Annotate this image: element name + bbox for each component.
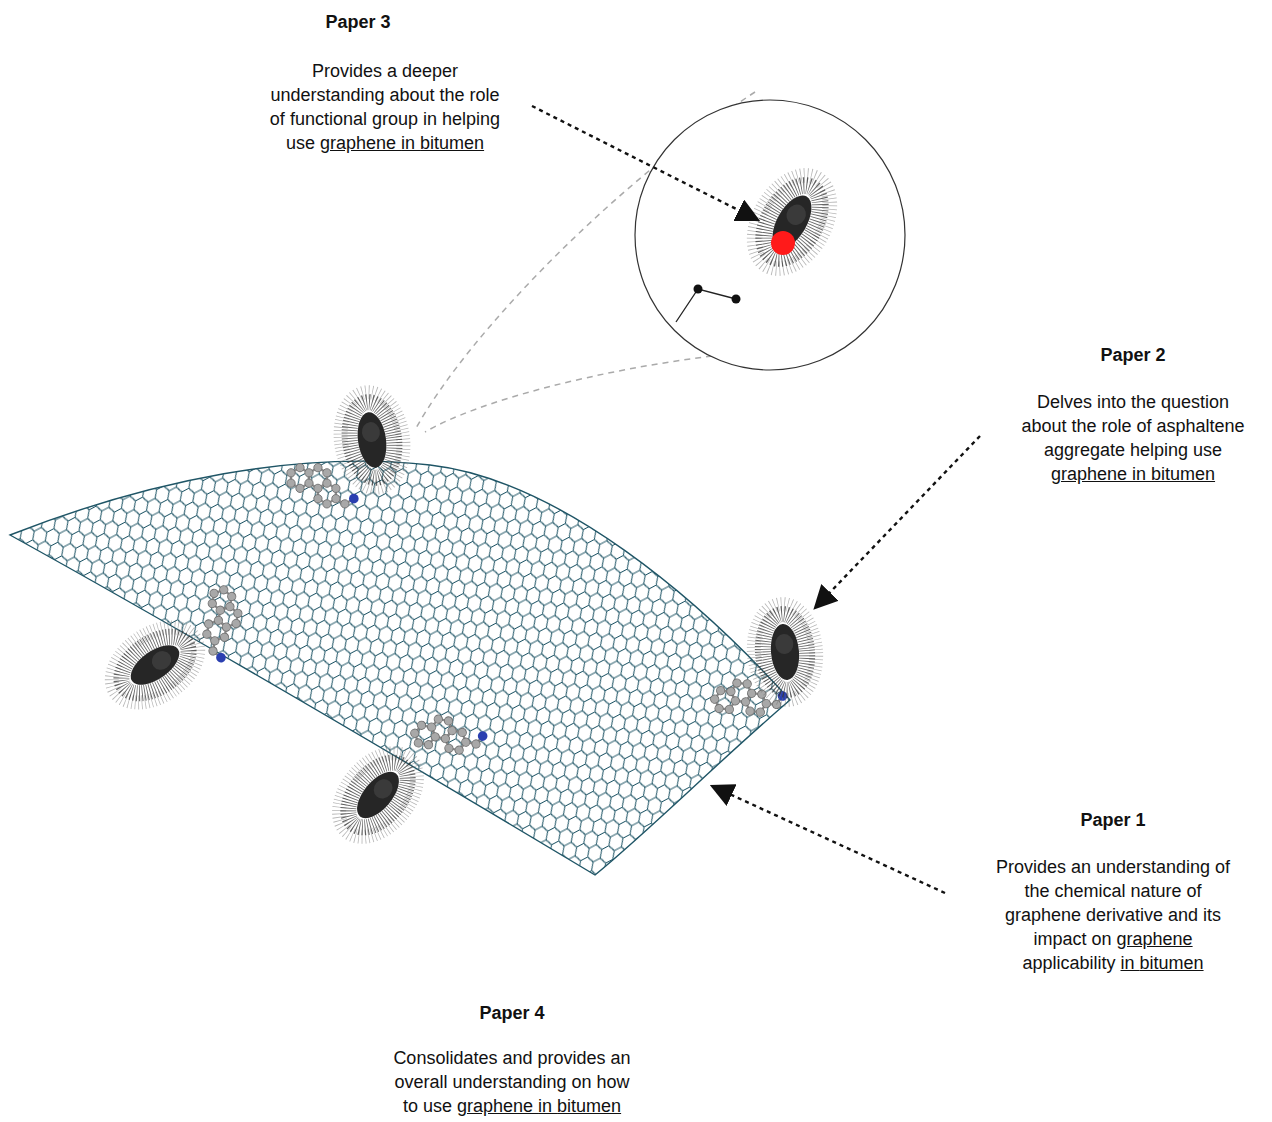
word: in bbox=[538, 1096, 557, 1116]
word: provides bbox=[538, 1048, 606, 1068]
word: in bbox=[423, 109, 437, 129]
word: 2 bbox=[1156, 345, 1166, 365]
word: in bbox=[401, 133, 420, 153]
word: an bbox=[1071, 857, 1091, 877]
word: bitumen bbox=[1140, 953, 1204, 973]
word: 3 bbox=[381, 12, 391, 32]
word: 4 bbox=[535, 1003, 545, 1023]
word: nature bbox=[1131, 881, 1182, 901]
word: impact bbox=[1033, 929, 1086, 949]
word: overall bbox=[394, 1072, 447, 1092]
paper-summary: Provides an understanding of the chemica… bbox=[991, 855, 1236, 975]
paper-heading: Paper 3 bbox=[258, 10, 458, 34]
word: about bbox=[1021, 416, 1066, 436]
word: helping bbox=[442, 109, 500, 129]
word: Provides bbox=[996, 857, 1066, 877]
paper-heading: Paper 4 bbox=[412, 1001, 612, 1025]
word: of bbox=[1187, 881, 1202, 901]
word: deeper bbox=[402, 61, 458, 81]
word: about bbox=[389, 85, 434, 105]
word: on bbox=[572, 1072, 592, 1092]
word: Provides bbox=[312, 61, 382, 81]
word: Paper bbox=[325, 12, 375, 32]
word: applicability bbox=[1022, 953, 1115, 973]
word: 1 bbox=[1136, 810, 1146, 830]
paper-heading: Paper 2 bbox=[1033, 343, 1233, 367]
word: role bbox=[470, 85, 500, 105]
word: use bbox=[1193, 440, 1222, 460]
word: aggregate bbox=[1044, 440, 1125, 460]
word: Paper bbox=[1100, 345, 1150, 365]
word: group bbox=[372, 109, 418, 129]
word: use bbox=[423, 1096, 452, 1116]
paper-summary: Delves into the question about the role … bbox=[1016, 390, 1251, 486]
word: and bbox=[1168, 905, 1198, 925]
word: and bbox=[502, 1048, 532, 1068]
word: of bbox=[1215, 857, 1230, 877]
word: the bbox=[1024, 881, 1049, 901]
word: how bbox=[597, 1072, 630, 1092]
word: Paper bbox=[1080, 810, 1130, 830]
word: of bbox=[270, 109, 285, 129]
word: use bbox=[286, 133, 315, 153]
word: graphene bbox=[1005, 905, 1081, 925]
word: understanding bbox=[1096, 857, 1210, 877]
word: derivative bbox=[1086, 905, 1163, 925]
word: understanding bbox=[452, 1072, 566, 1092]
word: graphene bbox=[1051, 464, 1132, 484]
word: in bbox=[1132, 464, 1151, 484]
paper-heading: Paper 1 bbox=[1013, 808, 1213, 832]
word: chemical bbox=[1054, 881, 1125, 901]
word: graphene bbox=[320, 133, 401, 153]
word: graphene bbox=[1117, 929, 1193, 949]
word: graphene bbox=[457, 1096, 538, 1116]
paper-summary: Consolidates and provides an overall und… bbox=[390, 1046, 635, 1118]
word: bitumen bbox=[1151, 464, 1215, 484]
word: an bbox=[611, 1048, 631, 1068]
word: the bbox=[1071, 416, 1096, 436]
word: of bbox=[1137, 416, 1152, 436]
word: Consolidates bbox=[393, 1048, 497, 1068]
word: its bbox=[1203, 905, 1221, 925]
word: role bbox=[1101, 416, 1131, 436]
word: Paper bbox=[479, 1003, 529, 1023]
word: asphaltene bbox=[1157, 416, 1245, 436]
word: on bbox=[1091, 929, 1111, 949]
word: the bbox=[1131, 392, 1156, 412]
word: understanding bbox=[270, 85, 384, 105]
word: question bbox=[1161, 392, 1229, 412]
paper-summary: Provides a deeper understanding about th… bbox=[265, 59, 505, 155]
word: bitumen bbox=[557, 1096, 621, 1116]
word: bitumen bbox=[420, 133, 484, 153]
word: in bbox=[1121, 953, 1140, 973]
word: the bbox=[440, 85, 465, 105]
word: a bbox=[387, 61, 397, 81]
word: functional bbox=[290, 109, 367, 129]
word: into bbox=[1097, 392, 1126, 412]
word: helping bbox=[1130, 440, 1188, 460]
word: to bbox=[403, 1096, 418, 1116]
word: Delves bbox=[1037, 392, 1092, 412]
